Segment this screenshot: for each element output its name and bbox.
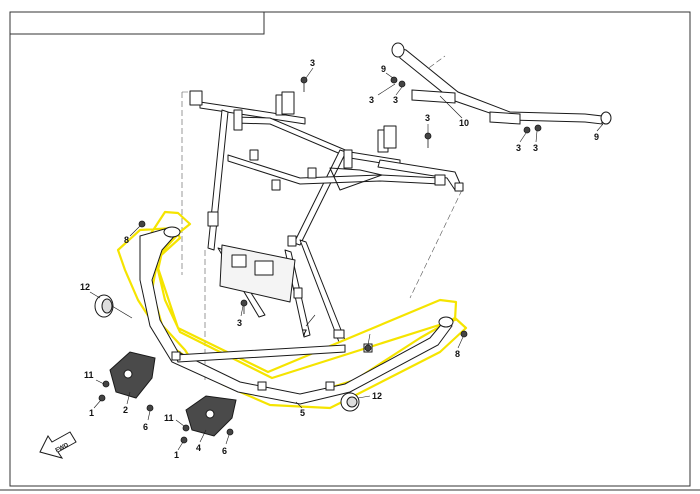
end-cap-12-left <box>94 294 114 318</box>
bumper-tube-5 <box>139 226 454 405</box>
callout-3: 3 <box>425 113 430 123</box>
forward-arrow-icon: FWD <box>39 431 77 459</box>
callout-11: 11 <box>84 370 94 380</box>
callout-3: 3 <box>393 95 398 105</box>
callout-labels: 3 9 3 3 10 3 3 3 9 3 7 8 8 12 12 11 11 1… <box>80 58 599 460</box>
callout-9: 9 <box>381 64 386 74</box>
callout-8: 8 <box>124 235 129 245</box>
fasteners <box>98 76 542 444</box>
callout-1: 1 <box>174 450 179 460</box>
callout-1: 1 <box>89 408 94 418</box>
callout-12: 12 <box>80 282 90 292</box>
callout-9: 9 <box>594 132 599 142</box>
guard-plate-4 <box>185 395 237 437</box>
title-box <box>9 11 265 35</box>
callout-2: 2 <box>123 405 128 415</box>
callout-7: 7 <box>302 328 307 338</box>
callout-10: 10 <box>459 118 469 128</box>
callout-3: 3 <box>310 58 315 68</box>
upper-bar-10 <box>391 42 612 125</box>
callout-6: 6 <box>143 422 148 432</box>
end-cap-12-right <box>340 392 360 412</box>
callout-12: 12 <box>372 391 382 401</box>
callout-11: 11 <box>164 413 174 423</box>
callout-3: 3 <box>369 95 374 105</box>
callout-6: 6 <box>222 446 227 456</box>
callout-4: 4 <box>196 443 201 453</box>
callout-3: 3 <box>516 143 521 153</box>
callout-5: 5 <box>300 408 305 418</box>
front-frame-7 <box>189 90 464 343</box>
callout-3: 3 <box>533 143 538 153</box>
page-border <box>9 11 691 487</box>
callout-3: 3 <box>237 318 242 328</box>
leader-lines <box>89 67 604 451</box>
callout-8: 8 <box>455 349 460 359</box>
guard-plate-2 <box>109 351 156 399</box>
